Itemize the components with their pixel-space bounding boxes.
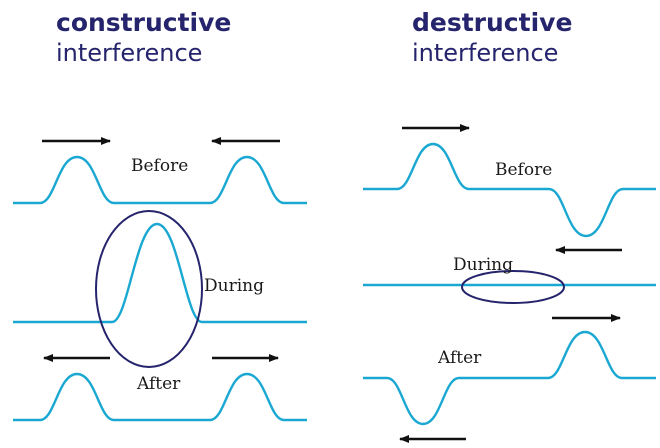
constructive-heading: constructive interference: [56, 8, 231, 68]
overlap-ring: [461, 270, 565, 304]
constructive-panel: Before During After: [13, 137, 307, 422]
label-after: After: [437, 348, 482, 368]
heading-strong: constructive: [56, 8, 232, 37]
heading-light: interference: [56, 39, 203, 67]
wave-during: [13, 222, 307, 324]
wave-after: [363, 330, 656, 426]
wave-before: [363, 142, 656, 238]
wave-before: [13, 155, 307, 205]
overlap-ring: [95, 210, 203, 368]
label-after: After: [136, 374, 181, 394]
heading-strong: destructive: [412, 8, 573, 37]
label-during: During: [204, 276, 264, 296]
label-during: During: [453, 255, 513, 275]
destructive-heading: destructive interference: [412, 8, 572, 68]
label-before: Before: [495, 160, 552, 180]
heading-light: interference: [412, 39, 559, 67]
wave-after: [13, 372, 307, 422]
label-before: Before: [131, 156, 188, 176]
destructive-panel: Before During After: [363, 124, 656, 443]
